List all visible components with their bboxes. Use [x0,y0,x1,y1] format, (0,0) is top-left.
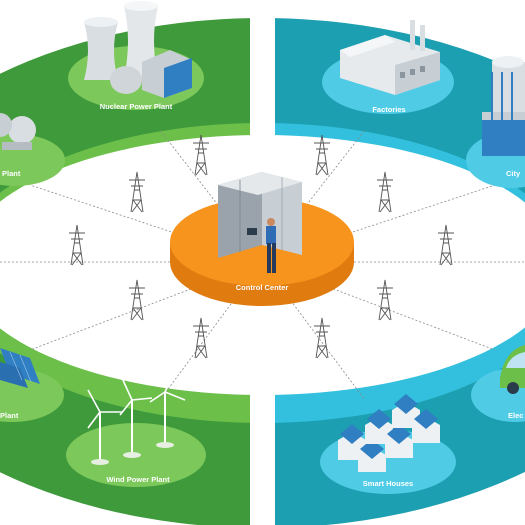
wind-plant-node[interactable]: Wind Power Plant [66,369,206,487]
electric-car-node[interactable]: Elec [471,345,525,422]
pylon-icon [314,317,330,359]
city-node[interactable]: City [466,56,525,188]
pylon-icon [438,224,454,266]
storage-tank-icon [0,113,36,150]
pylon-icon [193,317,209,359]
city-label: City [506,169,521,178]
pylon-icon [69,224,85,266]
server-rack-icon [218,172,302,258]
electric-car-icon [500,345,525,394]
factory-icon [340,20,440,95]
factories-label: Factories [372,105,405,114]
factories-node[interactable]: Factories [322,20,454,114]
pylon-icon [129,171,145,213]
pylon-icon [377,171,393,213]
wind-plant-label: Wind Power Plant [106,475,170,484]
pylon-icon [129,279,145,321]
nuclear-plant-node[interactable]: Nuclear Power Plant [68,1,204,111]
left-plant-label: Plant [2,169,21,178]
house-icon [338,394,440,472]
skyscraper-icon [482,56,525,156]
left-plant-node[interactable]: Plant [0,113,65,186]
pylon-icon [377,279,393,321]
smart-houses-label: Smart Houses [363,479,413,488]
pylon-icon [314,134,330,176]
solar-panel-icon [0,348,40,388]
solar-plant-node[interactable]: Plant [0,348,64,422]
operator-icon [247,218,276,273]
nuclear-plant-label: Nuclear Power Plant [100,102,173,111]
control-center-node[interactable]: Control Center [170,172,354,306]
electric-label: Elec [508,411,523,420]
wind-turbine-icon [87,369,186,462]
smart-houses-node[interactable]: Smart Houses [320,394,456,494]
control-center-label: Control Center [236,283,289,292]
pylons [69,134,454,359]
solar-plant-label: Plant [0,411,19,420]
pylon-icon [193,134,209,176]
